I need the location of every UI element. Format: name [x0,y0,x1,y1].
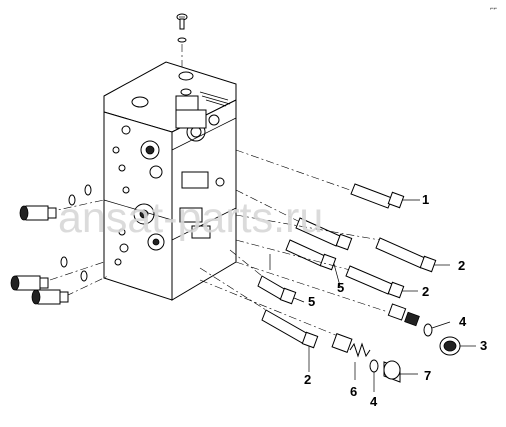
callout-3: 3 [480,338,487,353]
callout-4-upper: 4 [459,314,467,329]
callout-5-lower: 5 [308,294,315,309]
callout-2-middle: 2 [422,284,429,299]
bolt-5-lower [229,249,305,305]
bolt-5-upper [235,189,353,287]
left-plug-upper [19,184,105,221]
bolt-2-bottom [199,267,319,372]
valve-block [103,61,237,301]
callout-labels: 1 2 2 2 3 4 4 5 5 6 7 [304,192,487,409]
callout-6: 6 [350,384,357,399]
plug-assembly-3-4 [235,261,476,356]
bolt-2-right [235,214,450,273]
callout-7: 7 [424,368,431,383]
corner-mark: ⌐⌐ [490,6,498,12]
callout-4-lower: 4 [370,394,378,409]
bolt-1 [235,149,420,209]
watermark-text: ansat-parts.ru [58,194,323,242]
spring-assembly-4-6-7 [199,279,418,392]
callout-2-bottom: 2 [304,372,311,387]
callout-1: 1 [422,192,429,207]
left-plug-lower-1 [10,256,105,291]
bolt-2-middle [235,239,418,299]
left-plug-lower-2 [31,270,109,305]
callout-2-right: 2 [458,258,465,273]
top-screw [176,13,188,72]
callout-5-upper: 5 [337,280,344,295]
